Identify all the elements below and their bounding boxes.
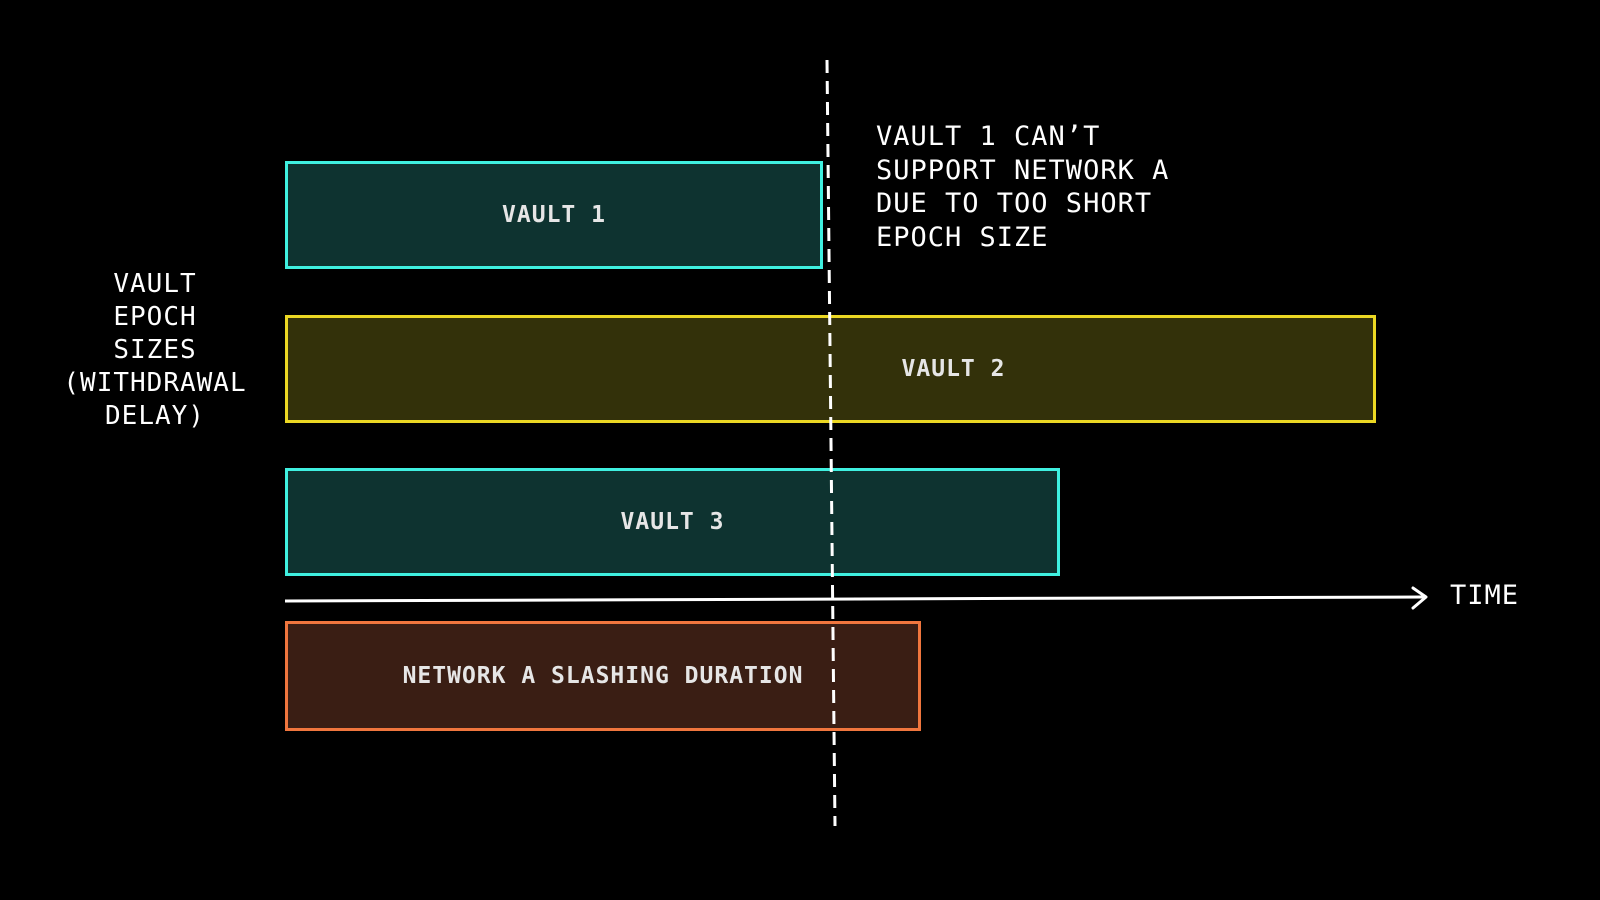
time-axis-label: TIME: [1450, 580, 1520, 611]
annotation-line: DUE TO TOO SHORT: [876, 188, 1153, 219]
y-axis-label-line: EPOCH: [113, 302, 197, 332]
y-axis-label-line: (WITHDRAWAL: [63, 368, 247, 398]
vault-1-bar: VAULT 1: [285, 161, 823, 269]
vault-2-label: VAULT 2: [901, 356, 1006, 382]
y-axis-label-line: VAULT: [113, 269, 197, 299]
vault-3-label: VAULT 3: [620, 509, 725, 535]
time-axis-line: [284, 595, 1425, 603]
vault-1-label: VAULT 1: [502, 202, 606, 228]
network-a-slashing-label: NETWORK A SLASHING DURATION: [402, 663, 804, 689]
annotation-line: SUPPORT NETWORK A: [876, 154, 1170, 186]
vault-2-bar: VAULT 2: [285, 315, 1376, 423]
network-a-slashing-bar: NETWORK A SLASHING DURATION: [285, 621, 921, 731]
y-axis-label-line: DELAY): [105, 401, 205, 431]
annotation-line: EPOCH SIZE: [876, 221, 1049, 253]
y-axis-label: VAULT EPOCH SIZES (WITHDRAWAL DELAY): [40, 268, 270, 433]
vault-3-bar: VAULT 3: [285, 468, 1060, 576]
y-axis-label-line: SIZES: [113, 335, 197, 365]
time-arrowhead-icon: [1411, 586, 1428, 610]
annotation-note: VAULT 1 CAN’T SUPPORT NETWORK A DUE TO T…: [876, 120, 1169, 254]
annotation-line: VAULT 1 CAN’T: [876, 121, 1101, 152]
